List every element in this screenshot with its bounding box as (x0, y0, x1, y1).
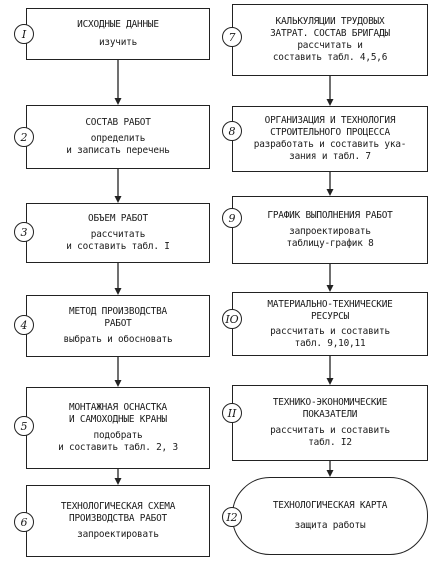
step-number-7: 7 (222, 27, 242, 47)
step-number-6: 6 (14, 512, 34, 532)
arrow-head-3 (114, 288, 122, 295)
step-title-2: И САМОХОДНЫЕ КРАНЫ (69, 414, 167, 425)
step-box-1: ИСХОДНЫЕ ДАННЫЕ изучить (26, 8, 210, 60)
step-action-2: зания и табл. 7 (289, 151, 371, 162)
arrow-head-9 (326, 378, 334, 385)
step-action: рассчитать и (297, 40, 363, 51)
step-title: МОНТАЖНАЯ ОСНАСТКА (69, 402, 167, 413)
step-title-2: РЕСУРСЫ (310, 310, 350, 322)
step-box-9: ГРАФИК ВЫПОЛНЕНИЯ РАБОТ запроектировать … (232, 196, 428, 264)
step-action: изучить (98, 37, 138, 48)
step-box-2: СОСТАВ РАБОТ определить и записать переч… (26, 105, 210, 169)
step-action: запроектировать (77, 529, 159, 540)
step-title-2: СТРОИТЕЛЬНОГО ПРОЦЕССА (270, 127, 390, 138)
step-number-2: 2 (14, 127, 34, 147)
step-action-2: табл. I2 (308, 437, 352, 448)
step-title: ТЕХНОЛОГИЧЕСКАЯ СХЕМА (60, 501, 176, 512)
step-title: ОБЪЕМ РАБОТ (88, 213, 148, 224)
arrow-head-1 (114, 98, 122, 105)
step-box-6: ТЕХНОЛОГИЧЕСКАЯ СХЕМА ПРОИЗВОДСТВА РАБОТ… (26, 485, 210, 557)
arrow-head-5 (114, 478, 122, 485)
step-action: рассчитать и составить (270, 425, 390, 436)
step-title: МАТЕРИАЛЬНО-ТЕХНИЧЕСКИЕ (267, 298, 393, 310)
arrow-head-10 (326, 470, 334, 477)
step-box-4: МЕТОД ПРОИЗВОДСТВА РАБОТ выбрать и обосн… (26, 295, 210, 357)
step-title: ОРГАНИЗАЦИЯ И ТЕХНОЛОГИЯ (264, 115, 396, 126)
step-number-11: II (222, 403, 242, 423)
step-action: рассчитать (90, 229, 146, 240)
arrow-head-8 (326, 285, 334, 292)
step-box-5: МОНТАЖНАЯ ОСНАСТКА И САМОХОДНЫЕ КРАНЫ по… (26, 387, 210, 469)
step-action: определить (90, 133, 146, 144)
step-title-2: ПОКАЗАТЕЛИ (302, 409, 358, 420)
step-action-2: табл. 9,10,11 (294, 337, 366, 349)
step-box-3: ОБЪЕМ РАБОТ рассчитать и составить табл.… (26, 203, 210, 263)
step-title-2: ЗАТРАТ. СОСТАВ БРИГАДЫ (270, 28, 390, 39)
step-title-2: ПРОИЗВОДСТВА РАБОТ (69, 513, 167, 524)
step-title: СОСТАВ РАБОТ (85, 117, 151, 128)
step-title-2: РАБОТ (104, 318, 132, 329)
step-action: защита работы (294, 520, 366, 531)
step-title: ТЕХНИКО-ЭКОНОМИЧЕСКИЕ (272, 397, 388, 408)
step-box-10: МАТЕРИАЛЬНО-ТЕХНИЧЕСКИЕ РЕСУРСЫ рассчита… (232, 292, 428, 356)
step-number-8: 8 (222, 121, 242, 141)
step-number-4: 4 (14, 315, 34, 335)
step-title: КАЛЬКУЛЯЦИИ ТРУДОВЫХ (275, 16, 385, 27)
arrow-head-6 (326, 99, 334, 106)
step-action-2: и составить табл. 2, 3 (58, 442, 178, 453)
step-number-10: IO (222, 309, 242, 329)
step-number-1: I (14, 24, 34, 44)
step-box-7: КАЛЬКУЛЯЦИИ ТРУДОВЫХ ЗАТРАТ. СОСТАВ БРИГ… (232, 4, 428, 76)
arrow-head-2 (114, 196, 122, 203)
step-action-2: таблицу-график 8 (286, 238, 374, 249)
step-number-12: I2 (222, 507, 242, 527)
step-title: МЕТОД ПРОИЗВОДСТВА (69, 306, 167, 317)
step-action: разработать и составить ука- (253, 139, 407, 150)
step-action: рассчитать и составить (270, 325, 390, 337)
step-number-9: 9 (222, 208, 242, 228)
step-number-3: 3 (14, 222, 34, 242)
step-number-5: 5 (14, 416, 34, 436)
step-title: ИСХОДНЫЕ ДАННЫЕ (77, 19, 159, 30)
step-action: подобрать (93, 430, 143, 441)
step-action-2: составить табл. 4,5,6 (272, 52, 388, 63)
step-action-2: и записать перечень (66, 145, 170, 156)
step-action: выбрать и обосновать (63, 334, 173, 345)
step-box-11: ТЕХНИКО-ЭКОНОМИЧЕСКИЕ ПОКАЗАТЕЛИ рассчит… (232, 385, 428, 461)
step-box-12-terminal: ТЕХНОЛОГИЧЕСКАЯ КАРТА защита работы (232, 477, 428, 555)
step-action: запроектировать (289, 226, 371, 237)
arrow-head-4 (114, 380, 122, 387)
step-title: ТЕХНОЛОГИЧЕСКАЯ КАРТА (272, 500, 388, 511)
arrow-head-7 (326, 189, 334, 196)
step-action-2: и составить табл. I (66, 241, 170, 252)
step-title: ГРАФИК ВЫПОЛНЕНИЯ РАБОТ (267, 210, 393, 221)
step-box-8: ОРГАНИЗАЦИЯ И ТЕХНОЛОГИЯ СТРОИТЕЛЬНОГО П… (232, 106, 428, 172)
